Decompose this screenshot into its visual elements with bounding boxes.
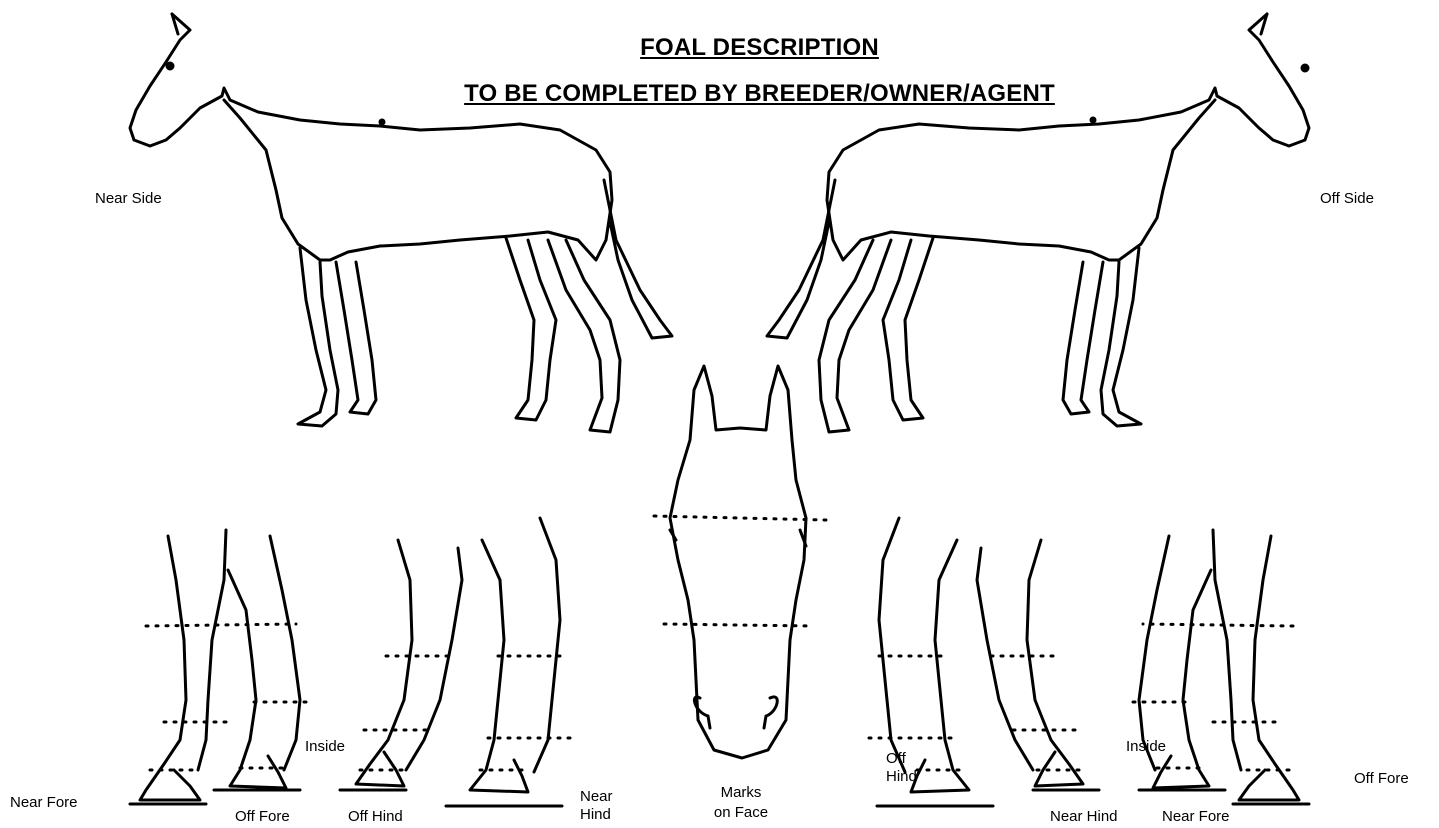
near-fore-right-label: Near Fore (1162, 808, 1230, 826)
near-hind-right-label: Near Hind (1050, 808, 1118, 826)
near-side-label: Near Side (95, 190, 162, 208)
off-hind-right-label-line1: Off (886, 750, 906, 768)
marks-on-face-label-line2: on Face (708, 804, 774, 822)
near-hind-left-label-line2: Hind (580, 806, 611, 824)
page-title: FOAL DESCRIPTION (40, 34, 1439, 62)
near-fore-left-label: Near Fore (10, 794, 78, 812)
left-legs-outline (130, 518, 562, 806)
off-hind-left-label: Off Hind (348, 808, 403, 826)
off-fore-right-label: Off Fore (1354, 770, 1409, 788)
marks-on-face-label-line1: Marks (714, 784, 768, 802)
near-hind-left-label-line1: Near (580, 788, 613, 806)
off-fore-left-label: Off Fore (235, 808, 290, 826)
off-hind-right-label-line2: Hind (886, 768, 917, 786)
near-side-horse-outline (130, 14, 672, 432)
off-side-label: Off Side (1320, 190, 1374, 208)
right-legs-outline (877, 518, 1309, 806)
inside-right-label: Inside (1126, 738, 1166, 756)
off-side-horse-outline (767, 14, 1309, 432)
face-outline (670, 366, 806, 758)
page-subtitle: TO BE COMPLETED BY BREEDER/OWNER/AGENT (40, 80, 1439, 108)
inside-left-label: Inside (305, 738, 345, 756)
